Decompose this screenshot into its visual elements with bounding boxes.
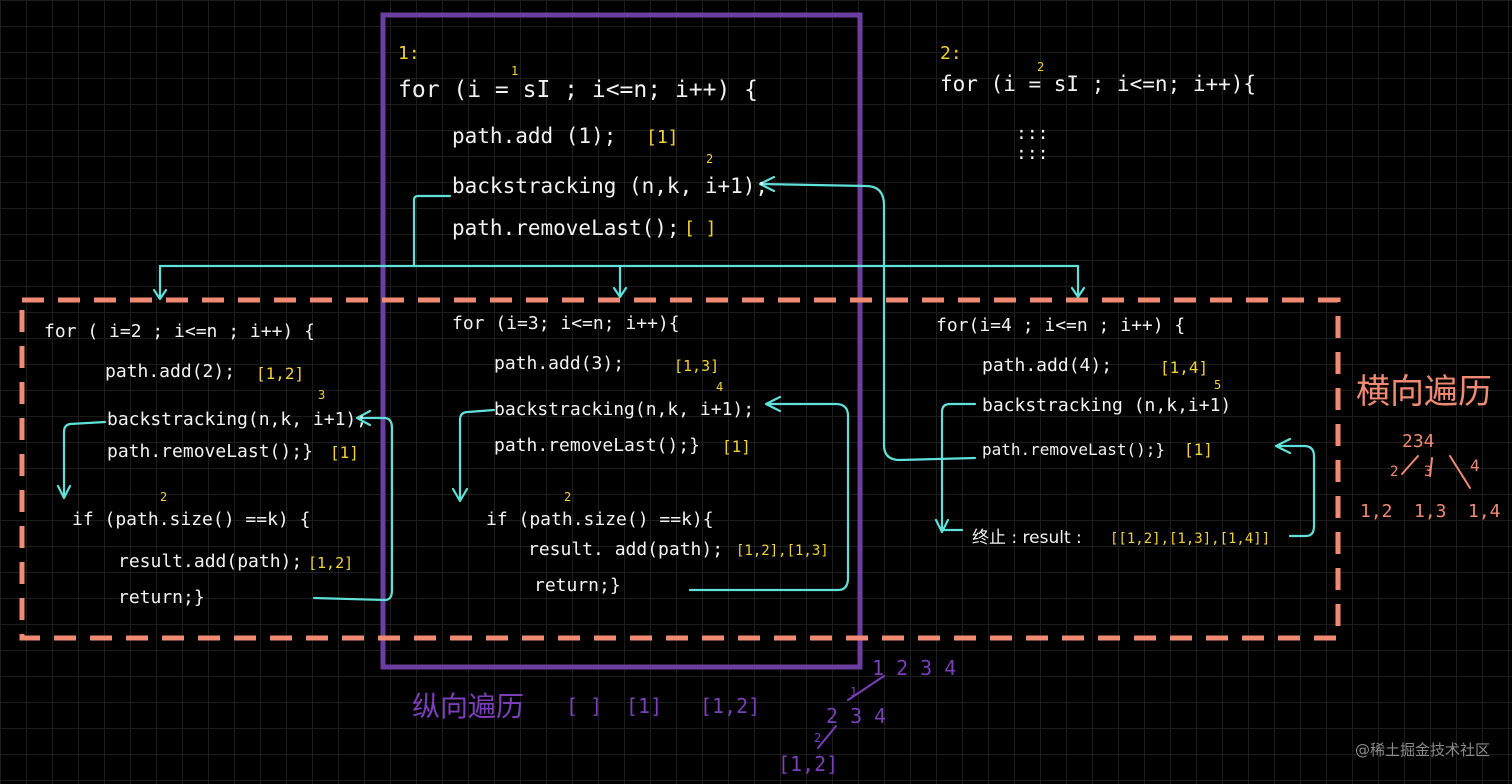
arrow-to-sub3: [1070, 264, 1086, 299]
sub2-result-add: result. add(path);: [528, 539, 724, 560]
sub1-down-arrow: [56, 420, 107, 500]
sub2-backtracking: backstracking(n,k, i+1);: [494, 399, 755, 420]
vertical-traversal-label: 纵向遍历: [412, 690, 525, 723]
vertical-state-12: [1,2]: [700, 694, 761, 718]
sub1-for-line: for ( i=2 ; i<=n ; i++) {: [44, 321, 315, 342]
sub1-return-arrow: [312, 409, 394, 602]
sub3-path-add: path.add(4);: [982, 355, 1113, 376]
horizontal-branch-2: 2: [1390, 464, 1399, 480]
arrow-to-sub1: [152, 264, 168, 301]
level2-number: 2:: [940, 43, 962, 64]
sub3-down-arrow: [934, 402, 977, 534]
sub2-result-note: [1,2],[1,3]: [736, 543, 829, 559]
horizontal-traversal-box: [19, 297, 1341, 641]
sub3-remove-last-note: [1]: [1184, 440, 1213, 459]
sub1-path-add: path.add(2);: [105, 361, 236, 382]
watermark: @稀土掘金技术社区: [1354, 741, 1490, 759]
arrow-to-sub2: [612, 264, 628, 299]
level1-path-add: path.add (1);: [452, 124, 617, 148]
level2-ellipsis-2: :::: [1016, 143, 1049, 164]
sub1-result-note: [1,2]: [308, 554, 354, 572]
level1-remove-last: path.removeLast();: [452, 216, 680, 240]
sub3-remove-last: path.removeLast();}: [982, 440, 1166, 459]
level2-ellipsis-1: :::: [1016, 123, 1049, 144]
sub1-if-superscript: 2: [160, 490, 168, 504]
sub1-return: return;}: [118, 587, 205, 608]
vertical-tree-top: 1 2 3 4: [872, 656, 957, 680]
sub3-terminate-note: [[1,2],[1,3],[1,4]]: [1110, 531, 1271, 547]
sub3-return-arrow: [1274, 437, 1316, 538]
sub3-backtracking-superscript: 5: [1214, 378, 1222, 392]
horizontal-branch-3: 3: [1424, 464, 1433, 480]
sub1-result-add: result.add(path);: [118, 551, 303, 572]
sub2-if-line: if (path.size() ==k){: [486, 509, 714, 530]
horizontal-tree-top: 234: [1402, 431, 1435, 452]
return-arrow-sub3-to-level1: [758, 175, 977, 462]
sub2-path-add: path.add(3);: [494, 353, 625, 374]
level1-start-superscript: 1: [511, 64, 519, 78]
horizontal-leaf-14: 1,4: [1468, 501, 1501, 522]
level1-path-add-note: [1]: [646, 127, 679, 148]
vertical-state-1: [1]: [626, 694, 663, 718]
level1-for-line: for (i = sI ; i<=n; i++) {: [398, 77, 759, 103]
sub2-for-line: for (i=3; i<=n; i++){: [452, 313, 680, 334]
vertical-branch-1: 1: [850, 685, 858, 699]
sub2-backtracking-superscript: 4: [716, 380, 724, 394]
horizontal-traversal-label: 横向遍历: [1356, 372, 1492, 412]
sub2-path-add-note: [1,3]: [674, 357, 720, 375]
sub2-remove-last: path.removeLast();}: [494, 435, 700, 456]
sub3-for-line: for(i=4 ; i<=n ; i++) {: [936, 315, 1186, 336]
vtree-branch-1: [847, 675, 885, 701]
vertical-traversal-box: [380, 12, 863, 670]
level1-number: 1:: [398, 43, 420, 64]
sub2-down-arrow: [451, 408, 496, 503]
sub1-remove-last: path.removeLast();}: [107, 441, 313, 462]
level1-backtracking-superscript: 2: [706, 152, 714, 166]
horizontal-leaf-13: 1,3: [1414, 501, 1447, 522]
sub2-remove-last-note: [1]: [722, 437, 751, 456]
vtree-branch-2: [817, 725, 837, 749]
horizontal-branch-4: 4: [1470, 456, 1480, 475]
level1-backtracking: backstracking (n,k, i+1);: [452, 174, 769, 198]
sub1-backtracking: backstracking(n,k, i+1);: [107, 409, 368, 430]
htree-branch-left: [1401, 455, 1419, 475]
sub1-if-line: if (path.size() ==k) {: [72, 509, 311, 530]
vertical-state-empty: [ ]: [566, 694, 603, 718]
vertical-branch-2: 2: [814, 731, 822, 745]
sub3-backtracking: backstracking (n,k,i+1): [982, 395, 1232, 416]
sub2-return: return;}: [534, 575, 621, 596]
horizontal-leaf-12: 1,2: [1360, 501, 1393, 522]
sub3-terminate-label: 终止 : result :: [972, 528, 1082, 548]
htree-branch-right: [1449, 455, 1471, 489]
vertical-tree-leaf: [1,2]: [778, 752, 839, 776]
sub3-path-add-note: [1,4]: [1160, 358, 1209, 377]
level2-for-line: for (i = sI ; i<=n; i++){: [940, 72, 1257, 96]
level2-start-superscript: 2: [1037, 60, 1045, 74]
level1-remove-last-note: [ ]: [684, 218, 717, 239]
vertical-tree-mid: 2 3 4: [826, 704, 887, 728]
sub1-backtracking-superscript: 3: [318, 388, 326, 402]
split-arrow-main: [412, 194, 452, 268]
sub2-if-superscript: 2: [564, 490, 572, 504]
sub1-path-add-note: [1,2]: [256, 364, 305, 383]
htree-branch-mid: [1429, 457, 1433, 477]
sub1-remove-last-note: [1]: [330, 443, 359, 462]
sub2-return-arrow: [688, 395, 850, 592]
